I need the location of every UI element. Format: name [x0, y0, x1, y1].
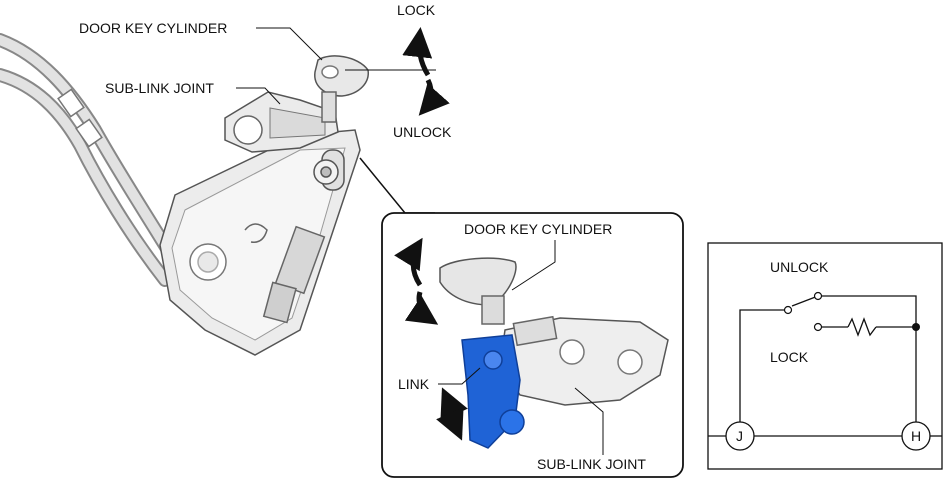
circuit-unlock-label: UNLOCK	[770, 259, 829, 275]
detail-key-cylinder-part	[439, 257, 517, 325]
link-arrow	[436, 387, 468, 441]
detail-lever-part	[499, 315, 669, 406]
sub-link-joint-part	[224, 91, 345, 191]
rotation-arrow-detail	[394, 237, 439, 325]
door-key-cylinder-label: DOOR KEY CYLINDER	[79, 20, 228, 36]
detail-leader-lines	[438, 240, 604, 455]
door-lock-assembly	[159, 129, 361, 356]
circuit-lock-label: LOCK	[770, 349, 809, 365]
lock-label: LOCK	[397, 2, 436, 18]
sub-link-joint-label: SUB-LINK JOINT	[105, 80, 214, 96]
wire-harness	[0, 33, 187, 287]
unlock-label: UNLOCK	[393, 124, 452, 140]
terminal-j-label: J	[736, 428, 743, 444]
terminal-h	[901, 421, 931, 451]
terminal-h-label: H	[911, 428, 922, 444]
door-key-cylinder-part	[314, 55, 369, 123]
detail-sub-link-joint-label: SUB-LINK JOINT	[537, 456, 646, 472]
detail-door-key-cylinder-label: DOOR KEY CYLINDER	[464, 221, 613, 237]
terminal-j	[725, 421, 755, 451]
rotation-arrow-main	[402, 27, 450, 116]
blue-switch-part	[461, 334, 525, 449]
detail-callout	[359, 157, 684, 478]
detail-link-label: LINK	[398, 376, 430, 392]
main-leader-lines	[236, 27, 436, 105]
switch-circuit-diagram	[707, 242, 943, 470]
